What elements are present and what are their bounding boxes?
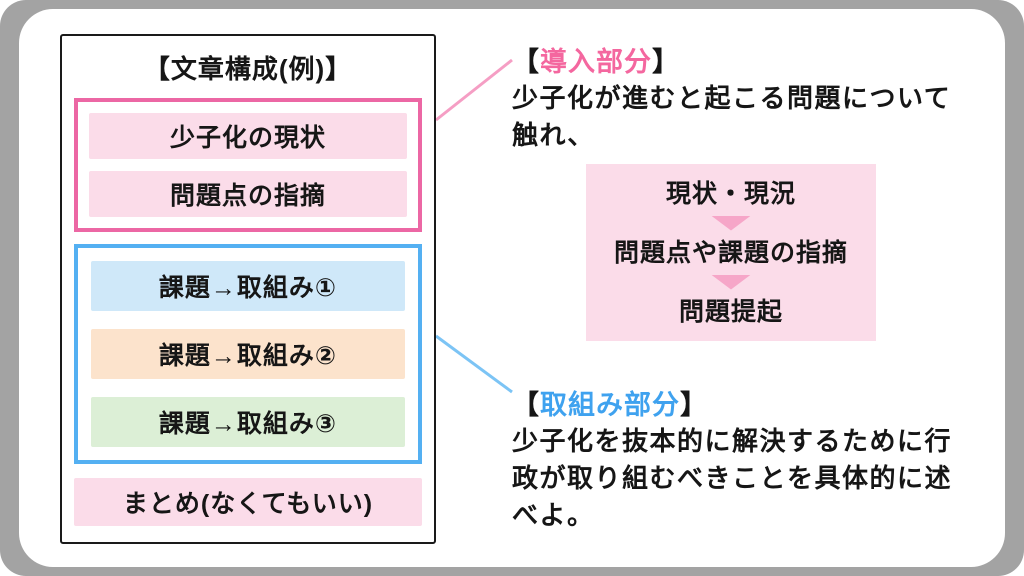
structure-item-summary: まとめ(なくてもいい)	[74, 478, 422, 526]
effort-description-line-3: べよ。	[512, 499, 595, 530]
effort-heading-bracket-close: 】	[680, 390, 708, 420]
intro-flow-box: 現状・現況 問題点や課題の指摘 問題提起	[586, 164, 876, 341]
structure-item-effort-3: 課題→取組み③	[91, 397, 405, 447]
effort-heading-bracket-open: 【	[512, 390, 540, 420]
effort-heading: 【取組み部分】	[512, 383, 708, 422]
intro-heading-bracket-open: 【	[512, 47, 540, 77]
down-arrow-icon	[711, 215, 751, 231]
structure-item-problem-point: 問題点の指摘	[89, 171, 407, 217]
flow-step-problem-indication: 問題点や課題の指摘	[613, 238, 848, 267]
intro-heading-bracket-close: 】	[652, 47, 680, 77]
intro-heading-label: 導入部分	[540, 47, 652, 77]
intro-description: 少子化が進むと起こる問題について 触れ、	[512, 80, 951, 154]
intro-heading: 【導入部分】	[512, 40, 680, 79]
structure-item-effort-1: 課題→取組み①	[91, 261, 405, 311]
flow-step-current-state: 現状・現況	[665, 179, 796, 208]
intro-description-line-1: 少子化が進むと起こる問題について	[512, 83, 952, 113]
structure-item-current-state: 少子化の現状	[89, 113, 407, 159]
structure-box: 【文章構成(例)】 少子化の現状 問題点の指摘 課題→取組み① 課題→取組み② …	[60, 34, 436, 544]
down-arrow-icon	[711, 274, 751, 290]
effort-heading-label: 取組み部分	[540, 390, 680, 420]
structure-item-effort-2: 課題→取組み②	[91, 329, 405, 379]
flow-step-problem-raising: 問題提起	[678, 297, 783, 326]
effort-description: 少子化を抜本的に解決するために行 政が取り組むべきことを具体的に述 べよ。	[512, 423, 952, 534]
effort-description-line-1: 少子化を抜本的に解決するために行	[512, 426, 953, 456]
intro-description-line-2: 触れ、	[512, 119, 595, 150]
effort-description-line-2: 政が取り組むべきことを具体的に述	[512, 462, 953, 493]
structure-title: 【文章構成(例)】	[143, 54, 353, 84]
effort-group: 課題→取組み① 課題→取組み② 課題→取組み③	[74, 244, 422, 464]
intro-group: 少子化の現状 問題点の指摘	[74, 98, 422, 232]
